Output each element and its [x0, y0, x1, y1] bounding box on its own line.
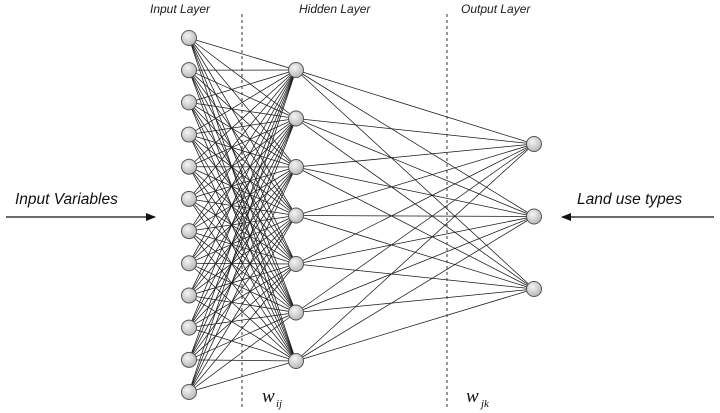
input-node: [181, 30, 197, 46]
edge-input-hidden: [188, 118, 297, 135]
edge-input-hidden: [188, 118, 297, 328]
edge-hidden-output: [295, 143, 535, 313]
hidden-node: [288, 62, 304, 78]
weight-ij-subscript: ij: [276, 398, 282, 410]
edge-hidden-output: [295, 69, 535, 217]
input-node: [181, 255, 197, 272]
edge-input-hidden: [188, 37, 297, 71]
edge-input-hidden: [188, 359, 297, 362]
edge-input-hidden: [188, 69, 297, 232]
edge-hidden-output: [295, 216, 535, 362]
edge-input-hidden: [188, 69, 297, 328]
hidden-node: [288, 159, 304, 175]
output-layer-label: Output Layer: [461, 2, 531, 16]
edge-hidden-output: [295, 143, 535, 216]
weight-jk-symbol: w: [466, 386, 479, 407]
connection-lines: [188, 37, 535, 393]
edge-input-hidden: [188, 118, 297, 360]
edge-hidden-output: [295, 118, 535, 217]
edge-input-hidden: [188, 215, 297, 361]
edge-hidden-output: [295, 288, 535, 362]
hidden-node: [288, 353, 304, 369]
edge-hidden-output: [295, 143, 535, 168]
edge-hidden-output: [295, 216, 535, 265]
edge-input-hidden: [188, 215, 297, 328]
edge-hidden-output: [295, 143, 535, 362]
input-variables-label: Input Variables: [15, 191, 118, 208]
edge-hidden-output: [295, 118, 535, 145]
weight-label-jk: w jk: [466, 386, 490, 410]
input-node: [181, 319, 197, 336]
edge-hidden-output: [295, 166, 535, 217]
edge-input-hidden: [188, 263, 297, 328]
input-node: [181, 223, 197, 240]
edge-hidden-output: [295, 216, 535, 313]
edge-input-hidden: [188, 263, 297, 361]
input-node: [181, 158, 197, 175]
input-node: [181, 62, 197, 79]
input-node: [181, 351, 197, 368]
edge-hidden-output: [295, 288, 535, 313]
neuron-nodes: [181, 30, 542, 400]
input-node: [181, 287, 197, 304]
input-node: [181, 190, 197, 207]
input-node: [181, 384, 197, 400]
edge-input-hidden: [188, 166, 297, 328]
hidden-node: [288, 110, 304, 127]
input-node: [181, 126, 197, 143]
input-node: [181, 94, 197, 111]
edge-hidden-output: [295, 263, 535, 290]
edge-input-hidden: [188, 166, 297, 361]
edge-input-hidden: [188, 312, 297, 361]
edge-input-hidden: [188, 69, 297, 135]
output-node: [526, 208, 542, 225]
edge-hidden-output: [295, 143, 535, 265]
hidden-node: [288, 304, 304, 321]
hidden-node: [288, 256, 304, 272]
output-node: [526, 281, 542, 297]
edge-input-hidden: [188, 37, 297, 119]
land-use-types-label: Land use types: [577, 191, 682, 208]
weight-ij-symbol: w: [262, 386, 275, 407]
input-layer-label: Input Layer: [150, 2, 211, 16]
weight-label-ij: w ij: [262, 386, 282, 410]
hidden-layer-label: Hidden Layer: [299, 2, 371, 16]
output-node: [526, 136, 542, 152]
edge-hidden-output: [295, 69, 535, 145]
weight-jk-subscript: jk: [479, 398, 490, 410]
hidden-node: [288, 207, 304, 224]
edge-input-hidden: [188, 118, 297, 232]
edge-hidden-output: [295, 215, 535, 217]
